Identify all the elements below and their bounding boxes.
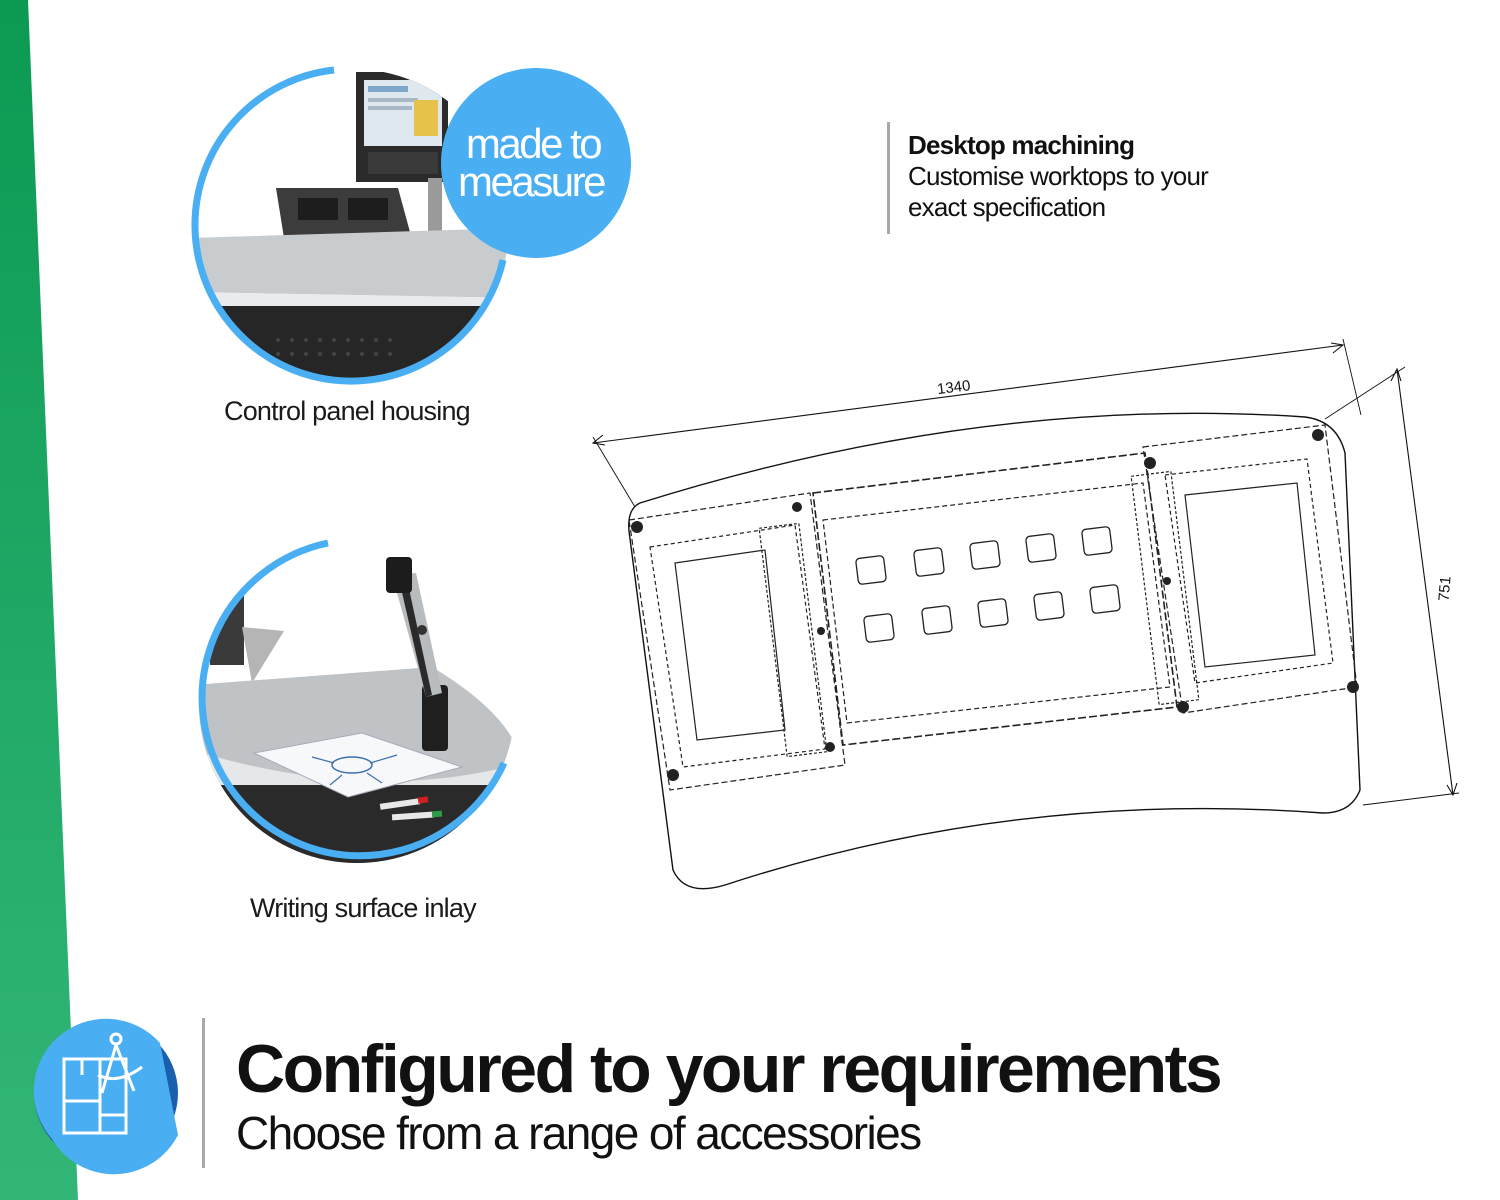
machining-description: Customise worktops to your exact specifi… <box>908 161 1209 222</box>
made-to-measure-badge: made to measure <box>441 68 631 258</box>
badge-line-1: made to <box>465 120 603 167</box>
footer-subtitle: Choose from a range of accessories <box>236 1107 922 1159</box>
control-panel-caption: Control panel housing <box>224 396 471 426</box>
machining-title: Desktop machining <box>908 130 1135 160</box>
desktop-machining-block: Desktop machining Customise worktops to … <box>887 122 1247 234</box>
desk-technical-drawing: 1340 751 <box>585 335 1465 910</box>
blueprint-compass-icon <box>30 1015 190 1180</box>
green-side-strip <box>0 0 80 1200</box>
writing-surface-photo <box>192 535 532 880</box>
control-panel-photo <box>188 60 518 395</box>
badge-line-2: measure <box>458 158 606 205</box>
writing-surface-caption: Writing surface inlay <box>250 893 477 923</box>
footer-title: Configured to your requirements <box>236 1031 1223 1107</box>
footer-divider <box>202 1018 205 1168</box>
width-dimension-label: 1340 <box>936 377 971 398</box>
depth-dimension-label: 751 <box>1436 575 1455 601</box>
